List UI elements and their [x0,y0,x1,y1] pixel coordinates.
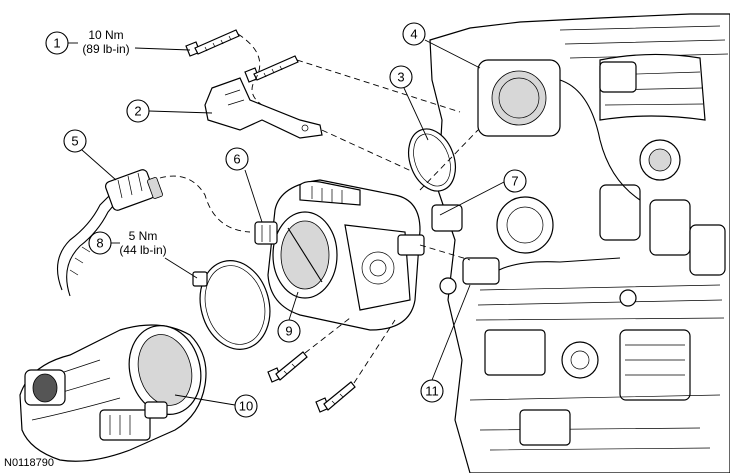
callout-4: 4 [402,22,426,46]
throttle-body-gasket [408,128,456,192]
torque-spec-8-lbin: (44 lb-in) [119,243,166,257]
torque-spec-8-nm: 5 Nm [129,229,158,243]
callout-10-label: 10 [239,399,253,414]
callout-6-label: 6 [233,152,240,167]
callout-10: 10 [234,394,258,418]
callout-1: 1 [45,31,69,55]
callout-2-label: 2 [134,104,141,119]
callout-7-label: 7 [511,174,518,189]
callout-4-label: 4 [410,27,417,42]
leader-lines [67,39,505,406]
callout-6: 6 [225,147,249,171]
callout-3: 3 [389,65,413,89]
callout-7: 7 [503,169,527,193]
torque-spec-1-lbin: (89 lb-in) [82,42,129,56]
callout-9: 9 [277,319,301,343]
throttle-body-bolt-lower-2 [315,381,356,413]
throttle-body-bolt-upper [185,29,240,57]
throttle-body-bolt-middle [244,55,299,83]
throttle-body [254,179,425,331]
document-id: N0118790 [4,457,54,469]
callout-5-label: 5 [71,134,78,149]
callout-8: 8 [88,231,112,255]
wiring-harness-connector [56,169,163,297]
air-intake-duct [19,324,207,462]
hose-clamp [192,260,271,350]
throttle-body-bolt-lower-1 [267,351,308,383]
callout-2: 2 [126,99,150,123]
callout-3-label: 3 [397,70,404,85]
throttle-body-bracket [204,77,323,139]
callout-11-label: 11 [425,384,439,399]
callout-8-label: 8 [96,236,103,251]
callout-9-label: 9 [285,324,292,339]
callout-1-label: 1 [53,36,60,51]
torque-spec-1: 10 Nm (89 lb-in) [82,28,129,56]
callout-5: 5 [63,129,87,153]
callout-11: 11 [420,379,444,403]
torque-spec-8: 5 Nm (44 lb-in) [119,229,166,257]
engine-block [429,13,730,473]
torque-spec-1-nm: 10 Nm [88,28,123,42]
